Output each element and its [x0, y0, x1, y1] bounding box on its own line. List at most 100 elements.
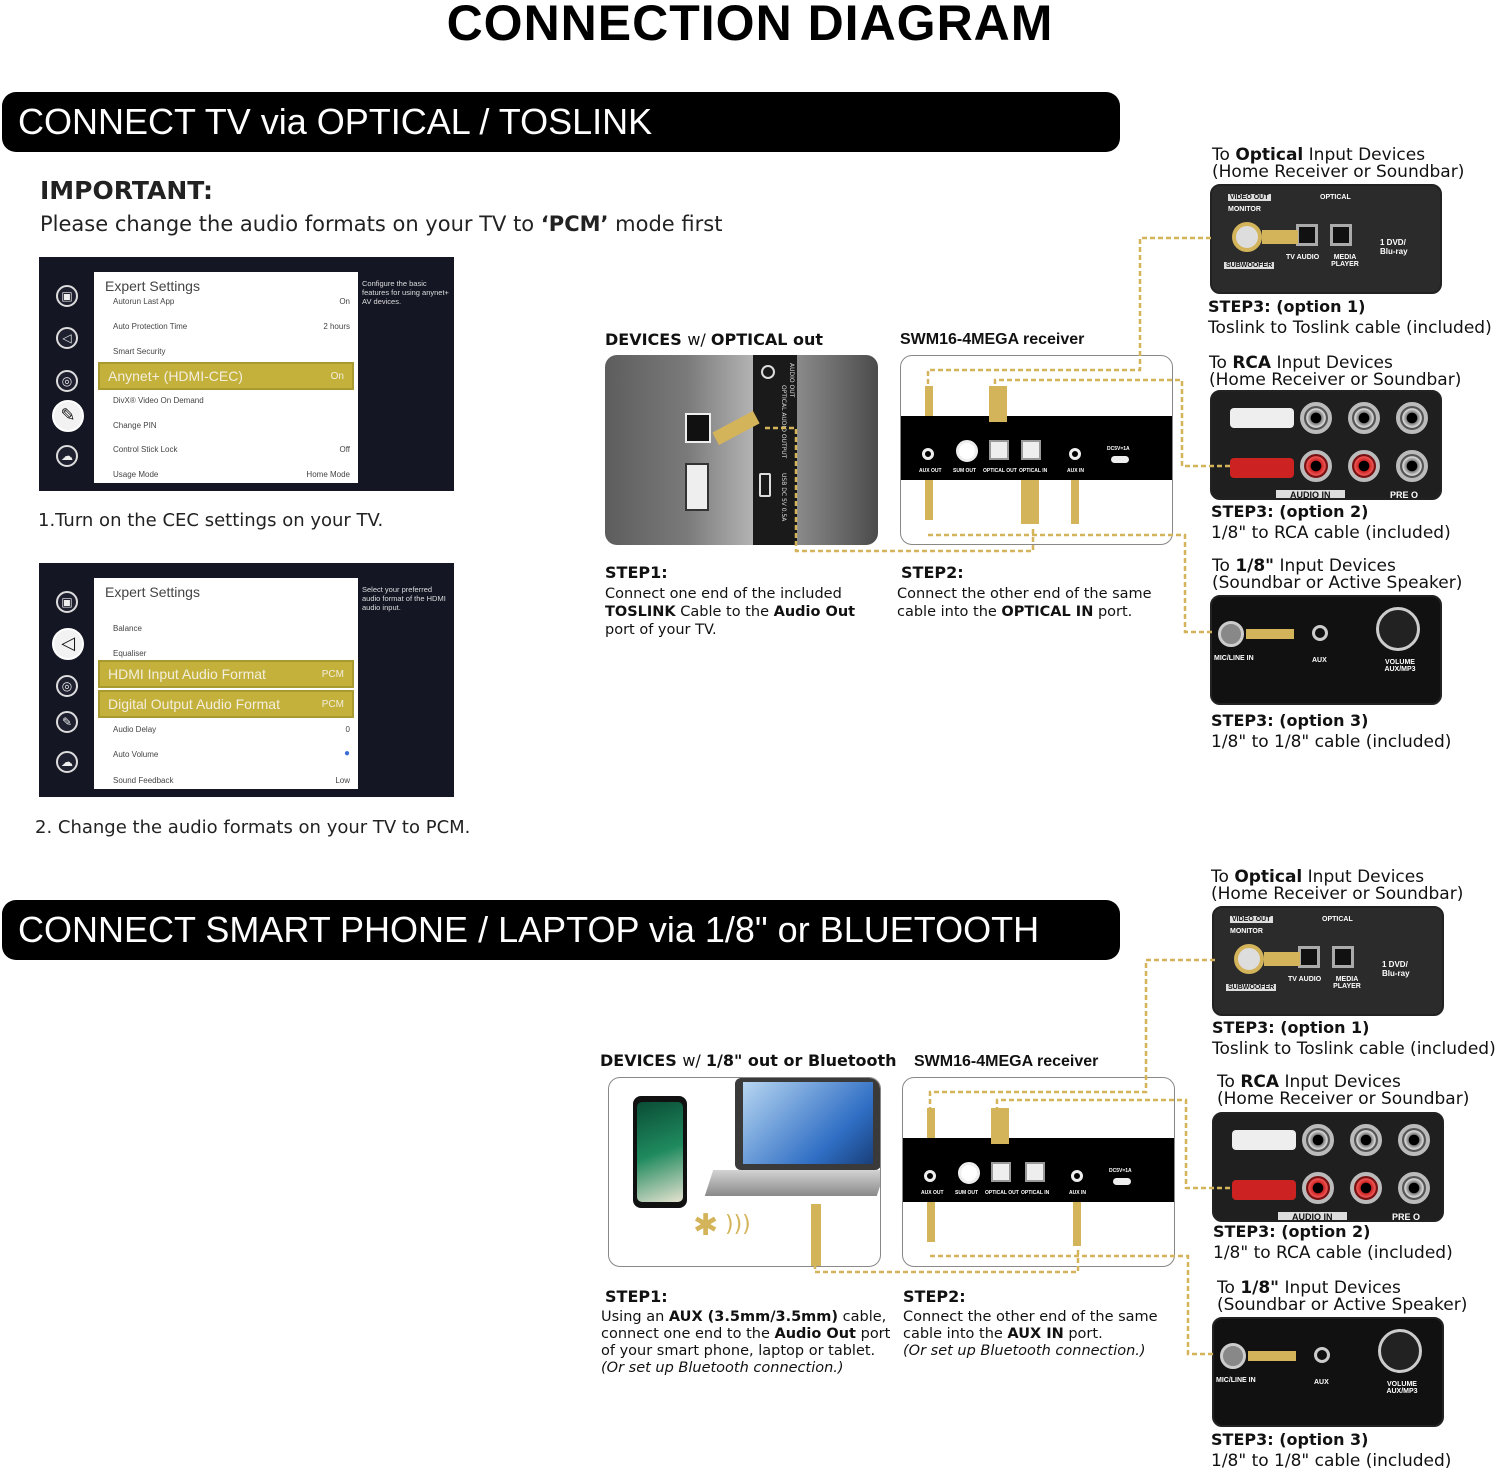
device-label: OPTICAL [1322, 916, 1353, 923]
rca-input-device-photo: AUDIO IN PRE O [1210, 390, 1442, 500]
rca-jack-icon [1350, 1172, 1382, 1204]
cable-plug-icon [1264, 952, 1300, 966]
aux-jack-icon [1312, 625, 1328, 641]
volume-knob-icon [1376, 607, 1420, 651]
tv-settings-screen-cec: ▣ ◁ ◎ ✎ ☁ Expert Settings Autorun Last A… [39, 257, 454, 491]
support-icon: ☁ [56, 751, 78, 773]
aux-input-device-photo: MIC/LINE IN AUX VOLUME AUX/MP3 [1212, 1317, 1444, 1427]
phone-screen [637, 1102, 683, 1202]
rca-jack-icon [1232, 222, 1262, 252]
device-label: PRE O [1390, 490, 1419, 500]
cable-plug-icon [1021, 480, 1039, 524]
section-banner-bluetooth: CONNECT SMART PHONE / LAPTOP via 1/8" or… [2, 900, 1120, 960]
cable-plug-icon [927, 1108, 935, 1138]
optical-in-port-icon [1025, 1162, 1045, 1182]
option2-step: STEP3: (option 2) [1211, 502, 1369, 521]
mic-jack-icon [1220, 1343, 1246, 1369]
settings-row-anynet-highlighted: Anynet+ (HDMI-CEC)On [98, 362, 354, 390]
rca-jack-icon [1302, 1124, 1334, 1156]
picture-icon: ▣ [56, 591, 78, 613]
toggle-dot-icon: ● [343, 748, 350, 759]
step1-text: Using an AUX (3.5mm/3.5mm) cable, connec… [601, 1309, 891, 1376]
option1-title: To Optical Input Devices(Home Receiver o… [1212, 145, 1465, 182]
device-label: AUDIO IN [1276, 490, 1345, 498]
aux-out-jack-icon [922, 448, 934, 460]
cable-plug-icon [811, 1204, 821, 1266]
option2-step: STEP3: (option 2) [1213, 1222, 1371, 1241]
mic-jack-icon [1218, 621, 1244, 647]
support-icon: ☁ [56, 445, 78, 467]
receiver-port-label: OPTICAL IN [1021, 1190, 1050, 1196]
devices-header-optical: DEVICES w/ OPTICAL out [605, 330, 823, 349]
receiver-port-label: OPTICAL IN [1019, 468, 1048, 474]
rca-jack-icon [1398, 1124, 1430, 1156]
step1-text: Connect one end of the included TOSLINK … [605, 586, 856, 638]
device-label: SUBWOOFER [1224, 262, 1275, 269]
cable-line-tv-to-receiver [765, 426, 1035, 553]
option1-desc: Toslink to Toslink cable (included) [1208, 318, 1492, 338]
cable-plug-icon [925, 386, 933, 416]
receiver-port-label: OPTICAL OUT [983, 468, 1017, 474]
device-label: AUDIO IN [1278, 1212, 1347, 1220]
option2-desc: 1/8" to RCA cable (included) [1213, 1243, 1453, 1263]
step1-heading: STEP1: [605, 563, 668, 582]
receiver-back-bar: AUX OUT SUM OUT OPTICAL OUT OPTICAL IN A… [903, 1138, 1174, 1202]
device-label: VOLUME AUX/MP3 [1384, 659, 1416, 673]
wrench-icon: ✎ [52, 400, 84, 432]
settings-row: Change PIN [113, 421, 157, 430]
rca-jack-icon [1300, 450, 1332, 482]
receiver-port-label: AUX IN [1067, 468, 1084, 474]
device-label: TV AUDIO [1288, 976, 1322, 983]
device-label: PRE O [1392, 1212, 1421, 1222]
dc-in-port-icon [1111, 456, 1129, 463]
rca-jack-icon [1302, 1172, 1334, 1204]
step2-text: Connect the other end of the same cable … [897, 586, 1152, 620]
usb-port-icon [685, 463, 709, 511]
phone-laptop-photo: ✱ ))) [608, 1077, 881, 1267]
aux-in-jack-icon [1069, 448, 1081, 460]
rca-jack-icon [1396, 402, 1428, 434]
caption-step-cec: 1.Turn on the CEC settings on your TV. [38, 510, 384, 531]
rca-jack-icon [1348, 450, 1380, 482]
tv-settings-screen-audio: ▣ ◁ ◎ ✎ ☁ Expert Settings Balance Equali… [39, 563, 454, 797]
receiver-port-label: AUX OUT [919, 468, 942, 474]
aux-jack-icon [1314, 1347, 1330, 1363]
laptop-screen [743, 1082, 873, 1164]
usb-port-small-icon [759, 473, 771, 497]
device-label: VOLUME AUX/MP3 [1386, 1381, 1418, 1395]
receiver-header: SWM16-4MEGA receiver [914, 1053, 1099, 1070]
picture-icon: ▣ [56, 285, 78, 307]
rca-jack-icon [1398, 1172, 1430, 1204]
receiver-port-label: AUX IN [1069, 1190, 1086, 1196]
important-text: Please change the audio formats on your … [40, 212, 723, 236]
cable-plug-icon [925, 480, 933, 520]
device-label: 1 DVD/ Blu-ray [1382, 960, 1410, 978]
device-label: AUX [1312, 657, 1327, 664]
red-rca-plug-icon [1230, 458, 1294, 478]
page-title: CONNECTION DIAGRAM [446, 0, 1054, 51]
cable-line-to-rca [993, 378, 1230, 468]
rca-jack-icon [1234, 944, 1264, 974]
white-rca-plug-icon [1232, 1130, 1296, 1150]
device-label: AUX [1314, 1379, 1329, 1386]
cable-line-to-aux [930, 1254, 1216, 1356]
receiver-port-label: DC5V=1A [1109, 1168, 1132, 1174]
settings-row: Equaliser [113, 649, 147, 658]
rca-input-device-photo: AUDIO IN PRE O [1212, 1112, 1444, 1222]
receiver-header: SWM16-4MEGA receiver [900, 331, 1085, 348]
important-heading: IMPORTANT: [40, 176, 213, 205]
cable-line-to-rca [995, 1098, 1232, 1190]
optical-port-icon [1330, 224, 1352, 246]
optical-out-port-icon [991, 1162, 1011, 1182]
rca-jack-icon [1300, 402, 1332, 434]
device-label: MEDIA PLAYER [1333, 976, 1361, 990]
devices-header-aux: DEVICES w/ 1/8" out or Bluetooth [600, 1051, 897, 1070]
optical-out-port-icon [989, 440, 1009, 460]
cable-plug-icon [1246, 629, 1294, 639]
option1-step: STEP3: (option 1) [1208, 297, 1366, 316]
sound-icon: ◁ [52, 628, 84, 660]
cable-plug-icon [927, 1202, 935, 1242]
